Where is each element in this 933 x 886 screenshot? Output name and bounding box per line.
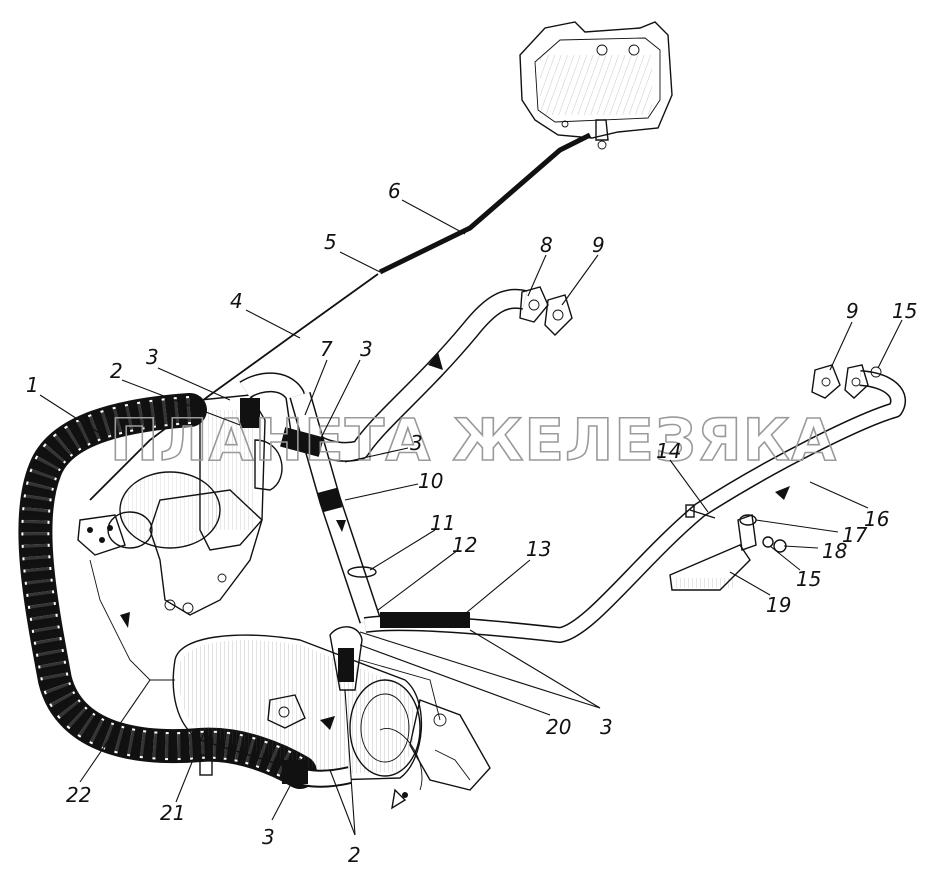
fuel-tank [519, 21, 673, 150]
callout-3-mid: 3 [410, 431, 423, 455]
heater-unit [77, 394, 283, 616]
callout-10: 10 [418, 469, 443, 493]
callout-20: 20 [546, 715, 571, 739]
callout-2-upper: 2 [110, 359, 123, 383]
callout-22: 22 [66, 783, 91, 807]
callout-3-lower: 3 [262, 825, 275, 849]
flow-arrow-upper [428, 352, 443, 370]
leader-lines [39, 199, 903, 836]
hose-clamp-upper [280, 427, 324, 457]
callout-3-lower-right: 3 [600, 715, 613, 739]
fuel-tube [89, 273, 379, 501]
callout-3-upper-mid: 3 [360, 337, 373, 361]
callout-21: 21 [160, 801, 185, 825]
callout-12: 12 [452, 533, 477, 557]
callout-16: 16 [864, 507, 889, 531]
flow-arrow-muffler [320, 716, 335, 730]
callout-15-lower: 15 [796, 567, 821, 591]
callout-14: 14 [656, 439, 681, 463]
callout-13: 13 [526, 537, 551, 561]
callout-9-right: 9 [846, 299, 859, 323]
heat-exchanger [172, 626, 491, 810]
callout-9-upper: 9 [592, 233, 605, 257]
exhaust-pipe-long [363, 364, 907, 643]
flow-arrow-vertical [336, 520, 346, 532]
flow-arrow-right [775, 486, 790, 500]
callout-7: 7 [320, 337, 333, 361]
callout-5: 5 [324, 230, 337, 254]
callout-1: 1 [26, 373, 39, 397]
callout-11: 11 [430, 511, 455, 535]
hose-clamp-left [240, 398, 260, 428]
bolt [685, 504, 716, 519]
callout-17: 17 [842, 523, 868, 547]
fuel-hose [378, 132, 592, 275]
callout-3-upper-left: 3 [146, 345, 159, 369]
callout-8: 8 [540, 233, 553, 257]
callout-15-upper: 15 [892, 299, 917, 323]
callout-18: 18 [822, 539, 847, 563]
callout-6: 6 [388, 179, 401, 203]
callout-4: 4 [230, 289, 243, 313]
flow-arrow-tube [120, 612, 130, 628]
callout-labels: 1 2 3 4 5 6 7 3 8 9 9 15 3 10 11 12 13 1… [26, 179, 917, 867]
exhaust-pipe-upper [239, 286, 573, 462]
callout-2-lower: 2 [348, 843, 361, 867]
watermark-text: ПЛАНЕТА ЖЕЛЕЗЯКА [110, 406, 837, 474]
fuel-tube-to-burner [359, 659, 441, 721]
callout-19: 19 [766, 593, 791, 617]
fuel-tube-lower [89, 559, 175, 681]
fuel-tube-burner-loop [379, 728, 423, 791]
